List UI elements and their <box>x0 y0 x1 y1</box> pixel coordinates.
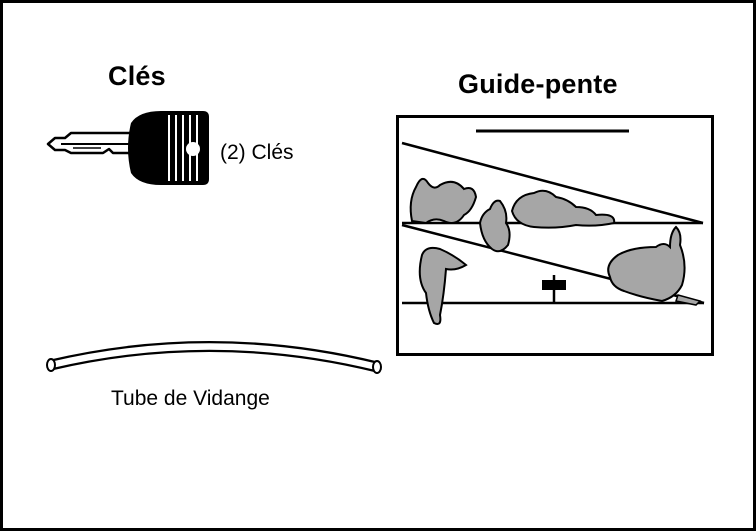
shrub-icon <box>510 189 616 229</box>
shrub-icon <box>478 199 511 253</box>
key-icon <box>46 111 209 185</box>
slope-guide-illustration <box>396 115 714 356</box>
drain-tube-icon <box>46 341 382 374</box>
drain-tube-caption: Tube de Vidange <box>111 387 270 410</box>
keys-caption: (2) Clés <box>220 141 294 164</box>
keys-title: Clés <box>108 61 166 91</box>
slope-guide-title: Guide-pente <box>458 69 618 99</box>
shrub-icon <box>418 246 468 325</box>
shrub-icon <box>409 177 478 225</box>
shrub-icon <box>607 225 686 303</box>
